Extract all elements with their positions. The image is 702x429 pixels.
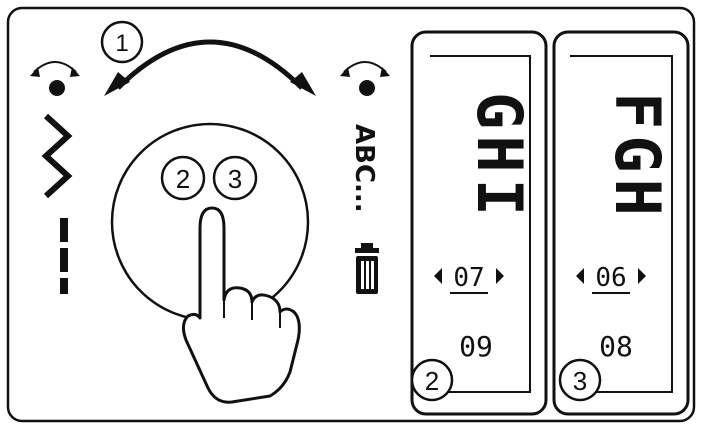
- screen-right-selected-value: 06: [595, 263, 626, 293]
- trash-icon: [355, 243, 379, 294]
- step-callout-3: 3: [214, 157, 256, 199]
- screen-left-letters: GHI: [463, 92, 536, 222]
- step-callout-3-label: 3: [228, 164, 242, 194]
- screen-right-callout-label: 3: [573, 366, 587, 396]
- screen-left-secondary-value: 09: [459, 330, 493, 363]
- zigzag-stitch-icon: [46, 116, 68, 196]
- right-knob-dot-icon: [359, 80, 375, 96]
- screen-right-letters: FGH: [601, 92, 674, 222]
- abc-label: ABC...: [349, 124, 379, 213]
- display-screen-left: GHI 07 09 2: [412, 32, 546, 414]
- screen-left-selected-value: 07: [453, 263, 484, 293]
- left-knob-dot-icon: [49, 80, 65, 96]
- step-callout-1-label: 1: [115, 30, 128, 57]
- screen-right-secondary-value: 08: [599, 330, 633, 363]
- left-rotate-indicator: [30, 62, 80, 96]
- step-callout-2: 2: [162, 157, 204, 199]
- right-rotate-indicator: [340, 62, 390, 96]
- dashed-line-icon: [60, 218, 68, 294]
- step-callout-1: 1: [102, 22, 142, 62]
- step-callout-2-label: 2: [176, 164, 190, 194]
- screen-left-callout-label: 2: [425, 366, 439, 396]
- display-screen-right: FGH 06 08 3: [554, 32, 688, 414]
